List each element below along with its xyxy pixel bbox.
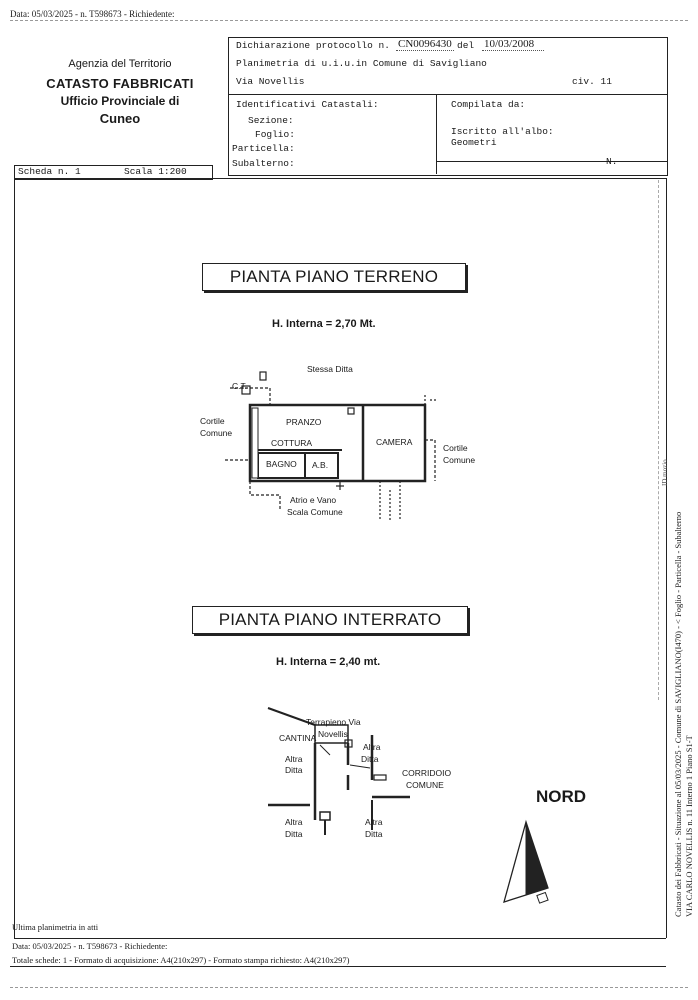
- civic-number: civ. 11: [572, 76, 612, 87]
- side-catasto-line: Catasto dei Fabbricati - Situazione al 0…: [673, 511, 683, 917]
- catasto-fabbricati-title: CATASTO FABBRICATI: [46, 76, 194, 91]
- bottom-border: [10, 987, 688, 988]
- date-label: del: [457, 40, 475, 51]
- profession-label: Geometri: [451, 137, 497, 148]
- north-arrow-icon: [503, 819, 549, 904]
- albo-number-label: N.: [606, 156, 618, 167]
- basement-height: H. Interna = 2,40 mt.: [276, 656, 381, 668]
- drawing-frame-left: [14, 165, 15, 938]
- albo-label: Iscritto all'albo:: [451, 126, 554, 137]
- label-altra-4: Altra: [365, 817, 383, 827]
- drawing-frame-top: [14, 178, 666, 179]
- label-camera: CAMERA: [376, 437, 413, 447]
- label-cantina: CANTINA: [279, 733, 317, 743]
- top-border: [10, 20, 688, 21]
- declaration-divider: [228, 94, 667, 95]
- ground-floor-height: H. Interna = 2,70 Mt.: [272, 318, 376, 330]
- label-ditta-1: Ditta: [285, 765, 303, 775]
- north-label: NORD: [536, 787, 587, 806]
- declaration-frame: [228, 37, 668, 176]
- identifiers-title: Identificativi Catastali:: [236, 99, 379, 110]
- protocol-date: 10/03/2008: [484, 38, 535, 50]
- scheda-scale: Scala 1:200: [124, 166, 187, 177]
- ufficio-provinciale: Ufficio Provinciale di: [60, 94, 180, 108]
- basement-title-text: PIANTA PIANO INTERRATO: [218, 610, 442, 629]
- particella-label: Particella:: [232, 143, 295, 154]
- protocol-number: CN0096430: [398, 38, 452, 50]
- agency-name: Agenzia del Territorio: [68, 58, 172, 70]
- label-altra-3: Altra: [285, 817, 303, 827]
- ultima-planimetria: Ultima planimetria in atti: [12, 922, 99, 932]
- label-ditta-2: Ditta: [361, 754, 379, 764]
- planimetria-text: Planimetria di u.i.u.in Comune di Savigl…: [236, 58, 487, 69]
- side-fold-line: [658, 180, 659, 700]
- label-atrio-2: Scala Comune: [287, 507, 343, 517]
- basement-plan: [267, 707, 410, 835]
- compiled-bottom-line: [436, 161, 667, 162]
- protocol-underline: [396, 50, 454, 51]
- label-ct: C.T.: [232, 381, 248, 391]
- label-ditta-3: Ditta: [285, 829, 303, 839]
- label-cortile-right-1: Cortile: [443, 443, 468, 453]
- footer-totale-schede: Totale schede: 1 - Formato di acquisizio…: [12, 955, 350, 965]
- identifiers-divider: [436, 94, 437, 174]
- subalterno-label: Subalterno:: [232, 158, 295, 169]
- address-text: Via Novellis: [236, 76, 305, 87]
- side-stamp: ID mozio: [661, 459, 669, 486]
- date-underline: [482, 50, 544, 51]
- ground-floor-title: PIANTA PIANO TERRENO: [202, 263, 466, 291]
- label-cortile-left-2: Comune: [200, 428, 233, 438]
- label-altra-1: Altra: [285, 754, 303, 764]
- label-bagno: BAGNO: [266, 459, 297, 469]
- label-terrapieno-1: Terrapieno Via: [306, 717, 361, 727]
- label-terrapieno-2: Novellis: [318, 729, 348, 739]
- label-stessa-ditta: Stessa Ditta: [307, 364, 353, 374]
- label-atrio-1: Atrio e Vano: [290, 495, 337, 505]
- ufficio-city: Cuneo: [99, 111, 141, 126]
- sezione-label: Sezione:: [248, 115, 294, 126]
- label-cottura: COTTURA: [271, 438, 313, 448]
- foglio-label: Foglio:: [255, 129, 295, 140]
- drawing-frame-right: [666, 178, 667, 938]
- side-address-line: VIA CARLO NOVELLIS n. 11 Interno 1 Piano…: [684, 735, 694, 917]
- label-pranzo: PRANZO: [286, 417, 322, 427]
- footer-data-line: Data: 05/03/2025 - n. T598673 - Richiede…: [12, 941, 168, 951]
- drawing-frame-bottom: [14, 938, 666, 939]
- footer-line: [10, 966, 666, 967]
- label-corridoio-1: CORRIDOIO: [402, 768, 452, 778]
- label-ab: A.B.: [312, 460, 329, 470]
- basement-title: PIANTA PIANO INTERRATO: [192, 606, 468, 634]
- label-cortile-right-2: Comune: [443, 455, 476, 465]
- protocol-label: Dichiarazione protocollo n.: [236, 40, 390, 51]
- label-cortile-left-1: Cortile: [200, 416, 225, 426]
- label-altra-2: Altra: [363, 742, 381, 752]
- ground-floor-title-text: PIANTA PIANO TERRENO: [229, 267, 439, 286]
- compiled-title: Compilata da:: [451, 99, 526, 110]
- label-ditta-4: Ditta: [365, 829, 383, 839]
- ground-floor-plan: [225, 371, 438, 520]
- label-corridoio-2: COMUNE: [406, 780, 444, 790]
- scheda-number: Scheda n. 1: [18, 166, 81, 177]
- header-request-line: Data: 05/03/2025 - n. T598673 - Richiede…: [10, 9, 175, 19]
